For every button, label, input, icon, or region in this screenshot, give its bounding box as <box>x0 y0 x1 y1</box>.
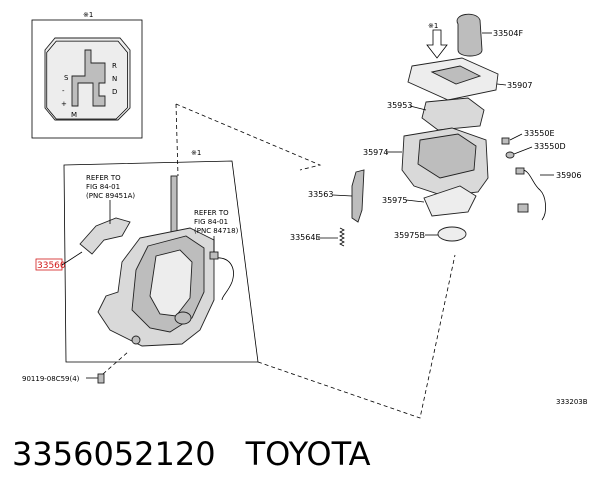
refer2-line3: (PNC 84718) <box>194 227 239 235</box>
refer2-line1: REFER TO <box>194 209 229 217</box>
label-35907: 35907 <box>507 81 532 90</box>
label-35975: 35975 <box>382 196 407 205</box>
shift-gate-inset: ※1 R N D S - + M <box>31 11 143 139</box>
part-number: 3356052120 <box>12 435 216 473</box>
refer1-line3: (PNC 89451A) <box>86 192 135 200</box>
label-35974: 35974 <box>363 148 388 157</box>
refer1-line2: FIG 84-01 <box>86 183 120 191</box>
brand-name: TOYOTA <box>245 435 371 473</box>
highlight-box <box>35 258 63 271</box>
gate-n: N <box>112 75 117 83</box>
main-assembly-box: REFER TO FIG 84-01 (PNC 89451A) REFER TO… <box>63 149 259 363</box>
gate-m: M <box>71 111 77 119</box>
label-33504F: 33504F <box>493 29 523 38</box>
label-33564E: 33564E <box>290 233 321 242</box>
main-box-note: ※1 <box>191 149 201 157</box>
gate-s: S <box>64 74 69 82</box>
label-35975B: 35975B <box>394 231 425 240</box>
caption-bar: 3356052120 TOYOTA <box>12 432 371 476</box>
highlighted-part-label: 33560 <box>37 261 66 271</box>
gate-minus: - <box>62 87 65 95</box>
exploded-view: 33504F ※1 35907 35953 35974 33550E 33550… <box>290 13 581 247</box>
inset-note: ※1 <box>83 11 93 19</box>
bolt-part-label: 90119-08C59(4) <box>22 375 80 383</box>
refer1-line1: REFER TO <box>86 174 121 182</box>
label-35953: 35953 <box>387 101 412 110</box>
label-35906: 35906 <box>556 171 581 180</box>
gate-r: R <box>112 62 117 70</box>
diagram-code: 333203B <box>556 398 588 406</box>
refer2-line2: FIG 84-01 <box>194 218 228 226</box>
gate-d: D <box>112 88 117 96</box>
parts-diagram: ※1 R N D S - + M REFER TO FIG 84-01 (PNC… <box>22 11 588 419</box>
label-33563: 33563 <box>308 190 333 199</box>
gate-plus: + <box>61 100 67 108</box>
label-33550D: 33550D <box>534 142 566 151</box>
arrow-note: ※1 <box>428 22 438 30</box>
label-33550E: 33550E <box>524 129 555 138</box>
